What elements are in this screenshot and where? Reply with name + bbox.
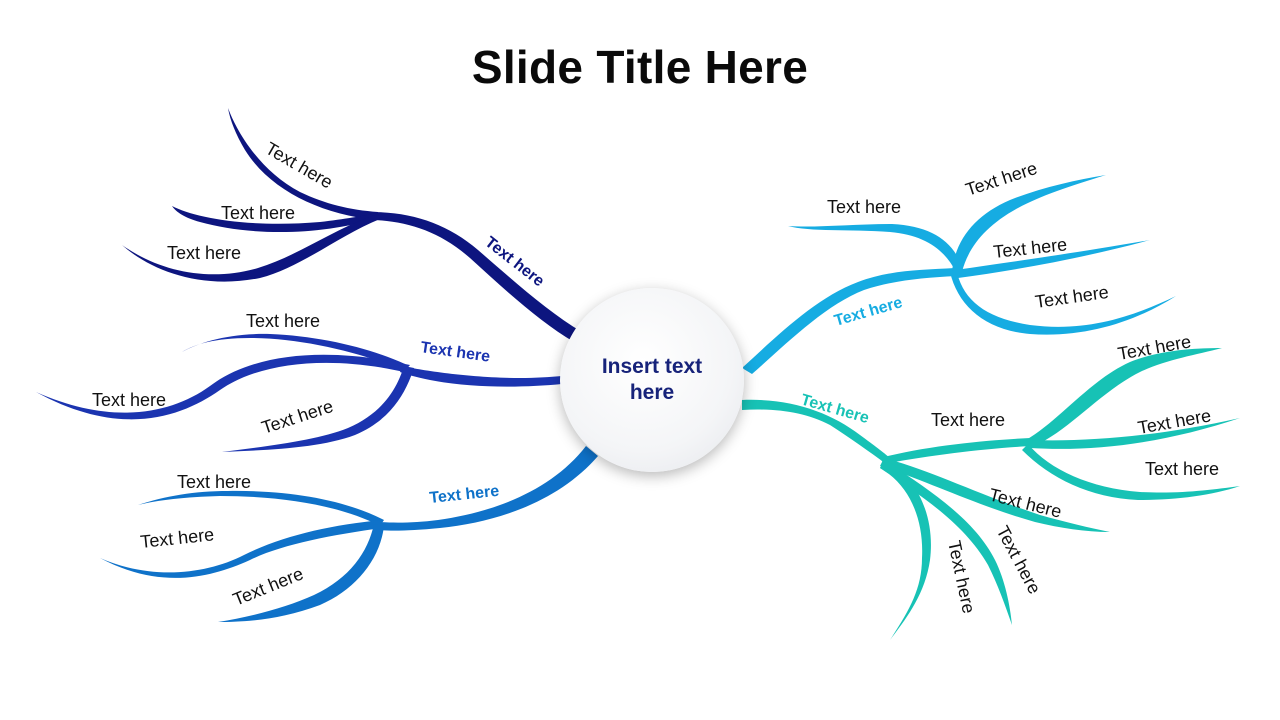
branch-royal-leaf-1: [182, 333, 405, 370]
leaf-label: Text here: [92, 390, 166, 410]
leaf-label: Text here: [167, 243, 241, 263]
branch-blue-leaf-3: [218, 524, 384, 622]
leaf-label: Text here: [246, 311, 320, 331]
branch-blue-label: Text here: [429, 483, 500, 507]
branch-blue-leaf-1: [138, 490, 384, 526]
branch-sky: [742, 175, 1176, 374]
leaf-label: Text here: [139, 524, 215, 552]
branch-navy: [122, 108, 582, 342]
leaf-label: Text here: [262, 138, 336, 192]
branch-royal-trunk: [400, 366, 562, 387]
branch-blue: [100, 446, 598, 622]
branch-teal-leaf-2: [1030, 418, 1240, 449]
branch-royal-label: Text here: [419, 339, 491, 366]
branch-teal-leaf-1: [1026, 348, 1222, 446]
branch-sky-leaf-3: [956, 240, 1150, 278]
branch-navy-leaf-1: [228, 108, 378, 220]
leaf-label: Text here: [177, 472, 251, 492]
branch-royal: [36, 333, 562, 452]
branch-navy-leaf-2: [172, 206, 378, 233]
leaf-label: Text here: [944, 539, 979, 616]
branch-teal-leaf-4: [880, 458, 1110, 532]
branch-teal: [742, 348, 1240, 640]
leaf-label: Text here: [1145, 459, 1219, 479]
leaf-label: Text here: [1034, 282, 1110, 312]
leaf-label: Text here: [827, 197, 901, 217]
central-node: Insert text here: [560, 288, 744, 472]
leaf-label: Text here: [221, 203, 295, 223]
branch-sky-trunk: [742, 268, 956, 374]
central-node-text: Insert text here: [601, 355, 703, 404]
slide-title: Slide Title Here: [471, 41, 809, 93]
branch-sky-leaf-2: [952, 175, 1106, 272]
branch-blue-trunk: [378, 446, 598, 531]
leaf-label: Text here: [931, 410, 1005, 430]
branch-navy-trunk: [372, 212, 582, 342]
branch-teal-leaf-6: [880, 460, 931, 640]
branch-blue-leaf-2: [100, 520, 382, 578]
branch-teal-trunk: [742, 399, 890, 464]
branch-teal-leaf-3: [1022, 444, 1240, 500]
branch-royal-leaf-2: [36, 354, 410, 420]
branch-sky-leaf-1: [788, 224, 962, 272]
leaf-label: Text here: [259, 396, 336, 438]
branch-teal-hub: [880, 438, 1032, 464]
